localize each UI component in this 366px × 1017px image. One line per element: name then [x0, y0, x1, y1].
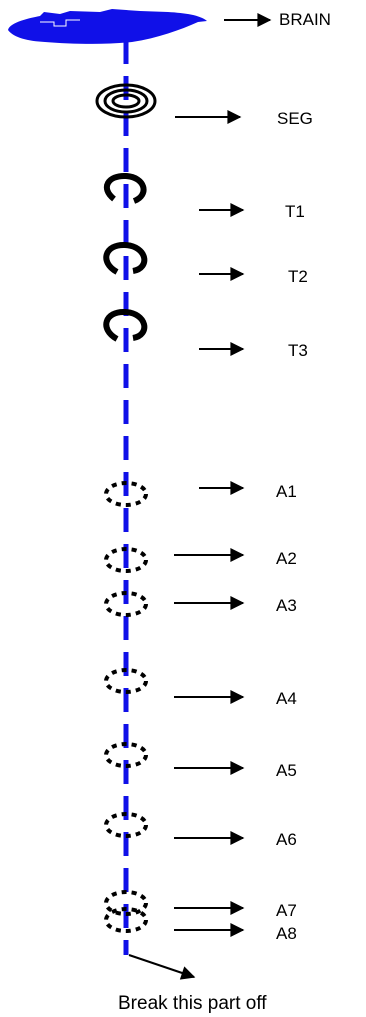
- hook-ring-icon: [103, 242, 148, 275]
- label-seg: SEG: [277, 109, 313, 128]
- brain-blob-icon: [8, 9, 207, 44]
- dotted-ellipse-icon: [104, 668, 148, 694]
- label-brain: BRAIN: [279, 10, 331, 29]
- label-a8: A8: [276, 924, 297, 943]
- label-t3: T3: [288, 341, 308, 360]
- label-t2: T2: [288, 267, 308, 286]
- dotted-ellipse-icon: [104, 547, 148, 573]
- label-a6: A6: [276, 830, 297, 849]
- label-a4: A4: [276, 689, 297, 708]
- hook-ring-icon: [103, 172, 147, 204]
- label-a5: A5: [276, 761, 297, 780]
- dotted-ellipse-icon: [104, 812, 148, 838]
- label-a7: A7: [276, 901, 297, 920]
- label-t1: T1: [285, 202, 305, 221]
- dotted-ellipse-icon: [104, 481, 148, 507]
- dotted-ellipse-icon: [104, 591, 148, 617]
- concentric-ellipse-icon: [95, 83, 157, 119]
- dotted-ellipse-icon: [104, 890, 148, 916]
- footer-note: Break this part off: [118, 993, 267, 1014]
- label-a3: A3: [276, 596, 297, 615]
- dotted-ellipse-icon: [104, 742, 148, 768]
- label-a2: A2: [276, 549, 297, 568]
- arrow-break: [128, 954, 196, 980]
- label-a1: A1: [276, 482, 297, 501]
- dotted-ellipse-icon: [104, 907, 148, 933]
- hook-ring-icon: [103, 309, 148, 342]
- brain-texture: [40, 19, 80, 27]
